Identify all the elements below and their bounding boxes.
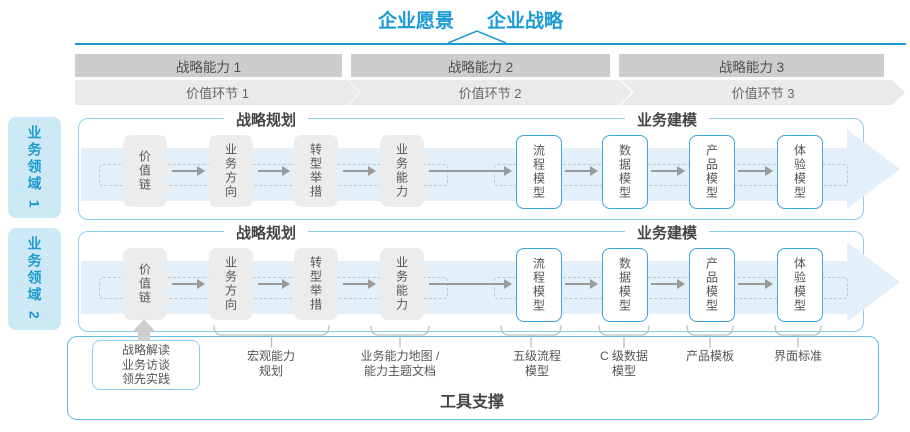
- annotation-line: 业务能力地图 /: [360, 349, 440, 363]
- group-bracket-icon: [213, 325, 330, 348]
- step-arrow-icon: [429, 166, 512, 176]
- annotation-line: 产品模板: [685, 349, 734, 363]
- practice-note-line: 领先实践: [121, 372, 170, 387]
- annotation-line: 模型: [524, 364, 549, 378]
- dashed-track-planning: [99, 277, 448, 299]
- process-box-product-model: 产品模型: [689, 248, 735, 322]
- process-box-transformation-initiative: 转型举措: [294, 248, 338, 320]
- process-box-data-model: 数据模型: [602, 248, 648, 322]
- up-arrow-icon-stem: [138, 331, 150, 341]
- step-arrow-icon: [651, 279, 685, 289]
- step-arrow-icon: [172, 166, 205, 176]
- title-strategy: 企业战略: [487, 11, 564, 32]
- step-arrow-icon: [565, 279, 598, 289]
- annotation-line: C 级数据: [599, 349, 648, 363]
- strategic-capability-band: 战略能力 3: [619, 54, 884, 77]
- process-box-product-model: 产品模型: [689, 135, 735, 209]
- step-arrow-icon: [258, 166, 290, 176]
- row-header-planning: 战略规划: [223, 109, 309, 130]
- step-arrow-icon: [258, 279, 290, 289]
- annotation-line: 界面标准: [773, 349, 822, 363]
- process-box-business-capability: 业务能力: [380, 248, 424, 320]
- dashed-track-modeling: [494, 164, 848, 186]
- annotation-macro-capability-planning: 宏观能力规划: [196, 349, 346, 379]
- top-divider-line: [75, 43, 906, 45]
- process-box-process-model: 流程模型: [516, 135, 562, 209]
- step-arrow-icon: [343, 279, 376, 289]
- domain-label: 业务领域 2: [8, 228, 61, 330]
- row-header-planning: 战略规划: [223, 222, 309, 243]
- process-row: 战略规划 业务建模价值链业务方向转型举措业务能力 流程模型数据模型产品模型体验模型: [78, 109, 900, 220]
- annotation-line: 规划: [258, 364, 283, 378]
- flow-band-arrowhead-icon: [847, 129, 900, 209]
- annotation-line: 五级流程: [512, 349, 561, 363]
- process-box-process-model: 流程模型: [516, 248, 562, 322]
- step-arrow-icon: [429, 279, 512, 289]
- annotation-line: 宏观能力: [246, 349, 295, 363]
- annotation-c-level-data-model: C 级数据模型: [549, 349, 699, 379]
- tool-support-container: [67, 336, 879, 420]
- practice-note-box: 战略解读业务访谈领先实践: [92, 340, 200, 390]
- strategic-capability-band: 战略能力 2: [351, 54, 610, 77]
- group-bracket-icon: [686, 325, 734, 348]
- step-arrow-icon: [738, 279, 773, 289]
- annotation-line: 模型: [611, 364, 636, 378]
- process-box-business-capability: 业务能力: [380, 135, 424, 207]
- annotation-five-level-process-model: 五级流程模型: [462, 349, 612, 379]
- process-box-value-chain: 价值链: [123, 248, 167, 320]
- group-bracket-icon: [598, 325, 650, 348]
- tool-support-label: 工具支撑: [439, 394, 504, 411]
- annotation-business-capability-map: 业务能力地图 /能力主题文档: [325, 349, 475, 379]
- row-header-modeling: 业务建模: [624, 222, 710, 243]
- step-arrow-icon: [343, 166, 376, 176]
- step-arrow-icon: [651, 166, 685, 176]
- dashed-track-modeling: [494, 277, 848, 299]
- practice-note-line: 战略解读: [121, 343, 170, 358]
- process-box-transformation-initiative: 转型举措: [294, 135, 338, 207]
- process-box-business-direction: 业务方向: [209, 248, 253, 320]
- annotation-product-template: 产品模板: [635, 349, 785, 364]
- value-link-chevron: 价值环节 2: [348, 80, 632, 105]
- group-bracket-icon: [774, 325, 822, 348]
- step-arrow-icon: [738, 166, 773, 176]
- value-link-chevron: 价值环节 1: [75, 80, 360, 105]
- flow-band-arrowhead-icon: [847, 242, 900, 322]
- page-title: 企业愿景 企业战略: [378, 6, 563, 33]
- process-row: 战略规划 业务建模价值链业务方向转型举措业务能力 流程模型数据模型产品模型体验模型: [78, 222, 900, 332]
- process-box-experience-model: 体验模型: [777, 248, 823, 322]
- annotation-line: 能力主题文档: [363, 364, 436, 378]
- process-box-value-chain: 价值链: [123, 135, 167, 207]
- domain-label: 业务领域 1: [8, 117, 61, 218]
- row-header-modeling: 业务建模: [624, 109, 710, 130]
- value-link-chevron: 价值环节 3: [621, 80, 905, 105]
- strategic-capability-band: 战略能力 1: [75, 54, 342, 77]
- dashed-track-planning: [99, 164, 448, 186]
- title-vision: 企业愿景: [378, 11, 455, 32]
- group-bracket-icon: [500, 325, 562, 348]
- group-bracket-icon: [370, 325, 430, 348]
- process-box-experience-model: 体验模型: [777, 135, 823, 209]
- step-arrow-icon: [565, 166, 598, 176]
- process-box-data-model: 数据模型: [602, 135, 648, 209]
- process-box-business-direction: 业务方向: [209, 135, 253, 207]
- step-arrow-icon: [172, 279, 205, 289]
- vision-chevron-icon: [447, 30, 507, 44]
- up-arrow-icon: [133, 319, 155, 331]
- practice-note-line: 业务访谈: [121, 357, 170, 372]
- annotation-interface-standard: 界面标准: [723, 349, 873, 364]
